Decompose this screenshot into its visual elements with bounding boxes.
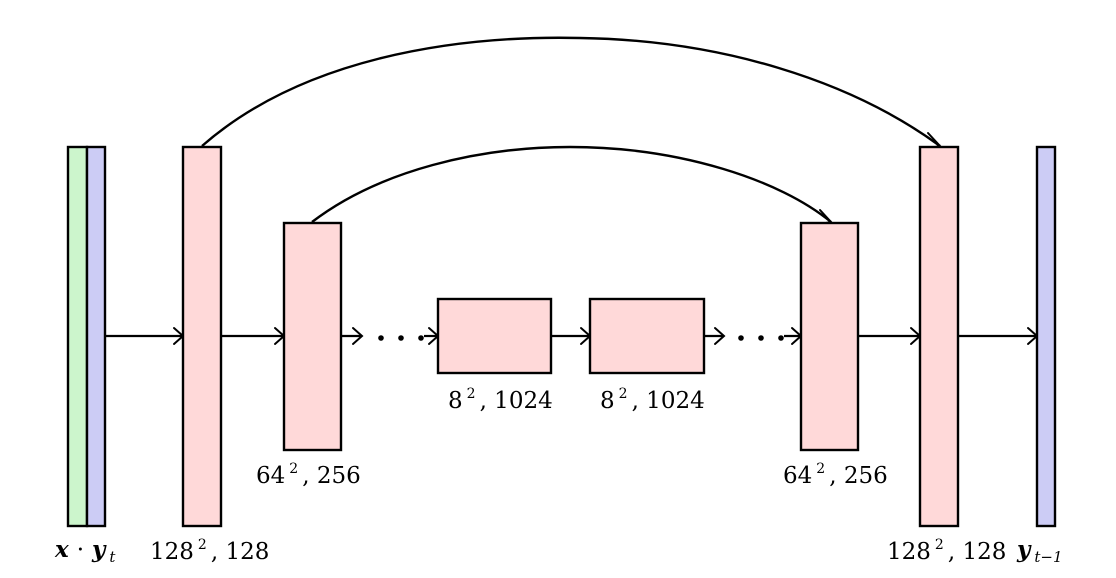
- ellipsis-right-dot-2: [758, 335, 764, 341]
- enc2-label: 64 2 , 256: [256, 460, 361, 489]
- dec2-label-base: 64: [783, 463, 812, 489]
- dec2-label: 64 2 , 256: [783, 460, 888, 489]
- enc2-label-base: 64: [256, 463, 285, 489]
- dec1-label: 128 2 , 128: [887, 536, 1006, 565]
- input-label: x · y t: [54, 536, 116, 566]
- ellipsis-left-dot-3: [418, 335, 424, 341]
- dec1-label-rest: , 128: [948, 539, 1007, 565]
- enc1-label-base: 128: [150, 539, 194, 565]
- enc1-label-rest: , 128: [211, 539, 270, 565]
- encoder-block-128: [181, 145, 223, 528]
- input-y-subscript: t: [109, 548, 116, 566]
- input-dot-symbol: ·: [77, 537, 84, 563]
- dec1-label-base: 128: [887, 539, 931, 565]
- mid2-label-base: 8: [600, 388, 615, 414]
- output-y-block: [1035, 145, 1057, 528]
- enc1-label-exp: 2: [198, 537, 207, 553]
- mid1-label-exp: 2: [467, 386, 476, 402]
- enc2-label-rest: , 256: [302, 463, 361, 489]
- mid1-label: 8 2 , 1024: [448, 385, 553, 414]
- arrowhead-enc2-ellipsis: [352, 327, 364, 345]
- ellipsis-left-dot-2: [398, 335, 404, 341]
- mid2-label: 8 2 , 1024: [600, 385, 705, 414]
- input-x-block: [66, 145, 89, 528]
- arrowhead-mid2-ellipsis: [714, 327, 726, 345]
- input-y-symbol: y: [91, 536, 107, 563]
- dec2-label-rest: , 256: [829, 463, 888, 489]
- skip-arc-outer: [201, 36, 941, 147]
- ellipsis-left-dot-1: [378, 335, 384, 341]
- bottleneck-block-1: [436, 297, 553, 375]
- mid2-label-rest: , 1024: [632, 388, 705, 414]
- decoder-block-64: [799, 221, 860, 452]
- enc2-label-exp: 2: [289, 461, 298, 477]
- dec2-label-exp: 2: [816, 461, 825, 477]
- enc1-label: 128 2 , 128: [150, 536, 269, 565]
- input-y-block: [85, 145, 107, 528]
- decoder-block-128: [918, 145, 960, 528]
- output-y-symbol: y: [1016, 536, 1032, 563]
- skip-arc-inner: [311, 145, 832, 223]
- output-y-subscript: t−1: [1034, 548, 1062, 566]
- ellipsis-right-dot-3: [778, 335, 784, 341]
- mid1-label-rest: , 1024: [480, 388, 553, 414]
- mid1-label-base: 8: [448, 388, 463, 414]
- ellipsis-right-dot-1: [738, 335, 744, 341]
- dec1-label-exp: 2: [935, 537, 944, 553]
- bottleneck-block-2: [588, 297, 706, 375]
- input-x-symbol: x: [54, 536, 69, 563]
- output-label: y t−1: [1016, 536, 1063, 566]
- skip-arc-outer-arrowhead: [927, 132, 942, 149]
- encoder-block-64: [282, 221, 343, 452]
- mid2-label-exp: 2: [619, 386, 628, 402]
